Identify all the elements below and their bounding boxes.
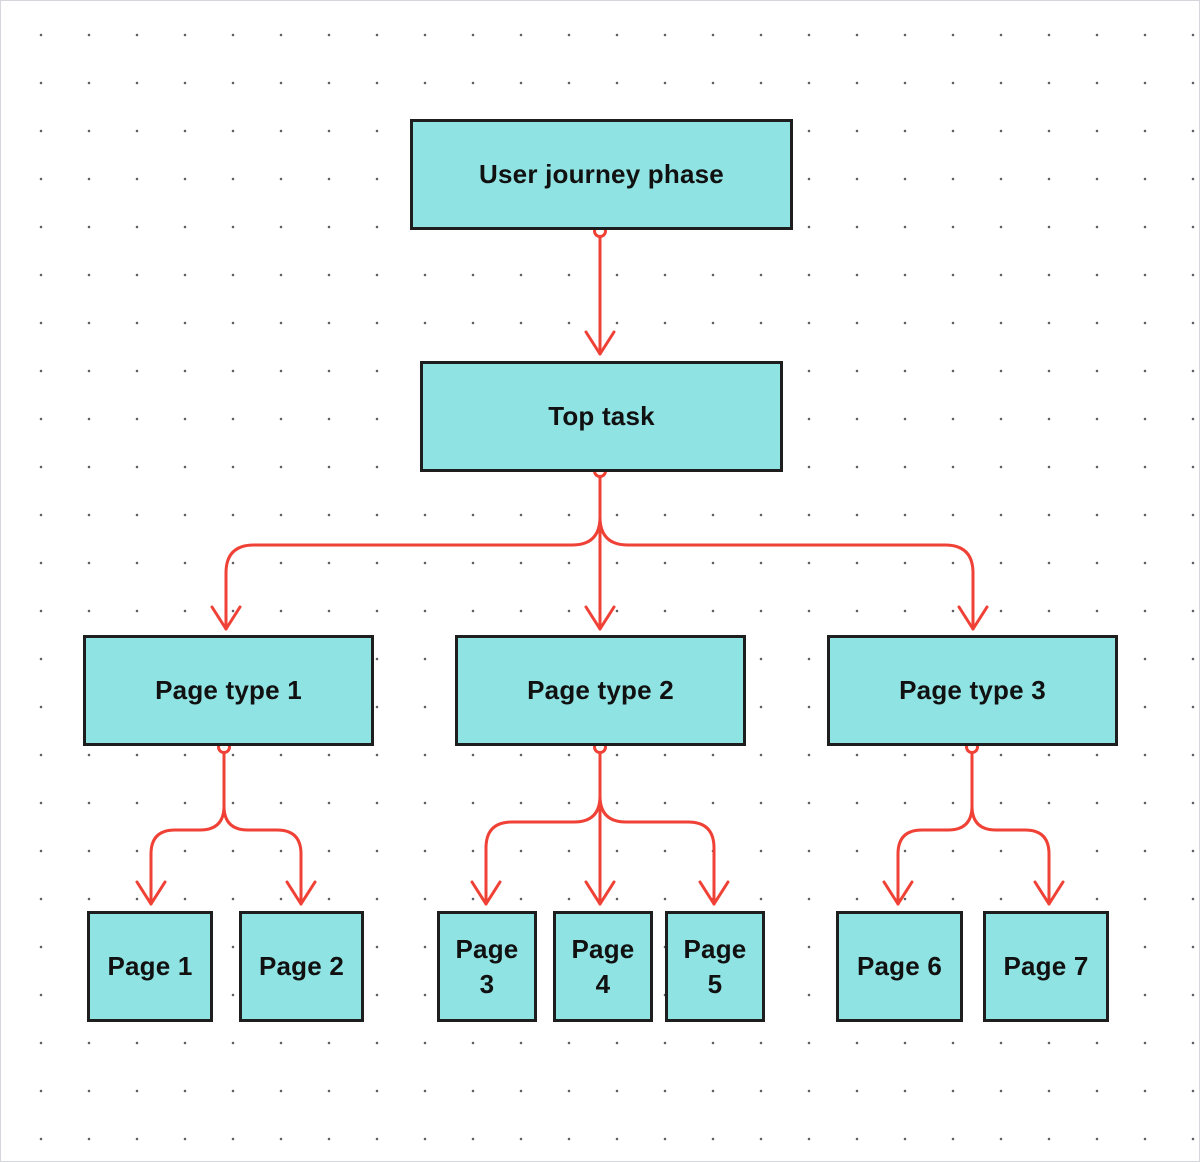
node-user-journey-phase[interactable]: User journey phase bbox=[410, 119, 793, 230]
node-top-task[interactable]: Top task bbox=[420, 361, 783, 472]
arrowhead-top-task bbox=[584, 330, 616, 356]
edge-page-type-2-to-page-5 bbox=[598, 794, 716, 906]
arrowhead-page-type-3 bbox=[957, 605, 989, 631]
node-label: Page 5 bbox=[683, 933, 747, 999]
node-label: Page type 1 bbox=[155, 675, 302, 705]
node-page-1[interactable]: Page 1 bbox=[87, 911, 213, 1022]
node-page-5[interactable]: Page 5 bbox=[665, 911, 765, 1022]
node-label: Page type 2 bbox=[527, 675, 674, 705]
edge-page-type-1-to-page-1 bbox=[149, 745, 226, 906]
edge-top-task-to-page-type-3 bbox=[598, 515, 975, 631]
node-label: Page 3 bbox=[455, 933, 519, 999]
edge-top-task-to-page-type-1 bbox=[224, 515, 602, 631]
edge-page-type-3-to-page-6 bbox=[896, 745, 974, 906]
node-page-type-2[interactable]: Page type 2 bbox=[455, 635, 746, 746]
node-page-2[interactable]: Page 2 bbox=[239, 911, 364, 1022]
node-label: Page 7 bbox=[1003, 951, 1089, 981]
arrowhead-page-3 bbox=[470, 880, 502, 906]
arrowhead-page-4 bbox=[584, 880, 616, 906]
edge-page-type-1-to-page-2 bbox=[222, 804, 303, 906]
node-label: Page 6 bbox=[856, 951, 943, 981]
node-label: Page 2 bbox=[258, 951, 345, 981]
node-label: Top task bbox=[548, 401, 655, 431]
node-page-7[interactable]: Page 7 bbox=[983, 911, 1109, 1022]
edge-page-type-3-to-page-7 bbox=[970, 804, 1051, 906]
arrowhead-page-type-2 bbox=[584, 605, 616, 631]
node-page-6[interactable]: Page 6 bbox=[836, 911, 963, 1022]
node-label: Page 4 bbox=[571, 933, 635, 999]
node-label: User journey phase bbox=[479, 159, 724, 189]
arrowhead-page-2 bbox=[285, 880, 317, 906]
arrowhead-page-5 bbox=[698, 880, 730, 906]
node-label: Page 1 bbox=[107, 951, 193, 981]
arrowhead-page-type-1 bbox=[210, 605, 242, 631]
node-label: Page type 3 bbox=[899, 675, 1046, 705]
edge-page-type-2-to-page-3 bbox=[484, 794, 602, 906]
arrowhead-page-7 bbox=[1033, 880, 1065, 906]
node-page-type-1[interactable]: Page type 1 bbox=[83, 635, 374, 746]
node-page-type-3[interactable]: Page type 3 bbox=[827, 635, 1118, 746]
arrowhead-page-1 bbox=[135, 880, 167, 906]
arrowhead-page-6 bbox=[882, 880, 914, 906]
node-page-3[interactable]: Page 3 bbox=[437, 911, 537, 1022]
node-page-4[interactable]: Page 4 bbox=[553, 911, 653, 1022]
